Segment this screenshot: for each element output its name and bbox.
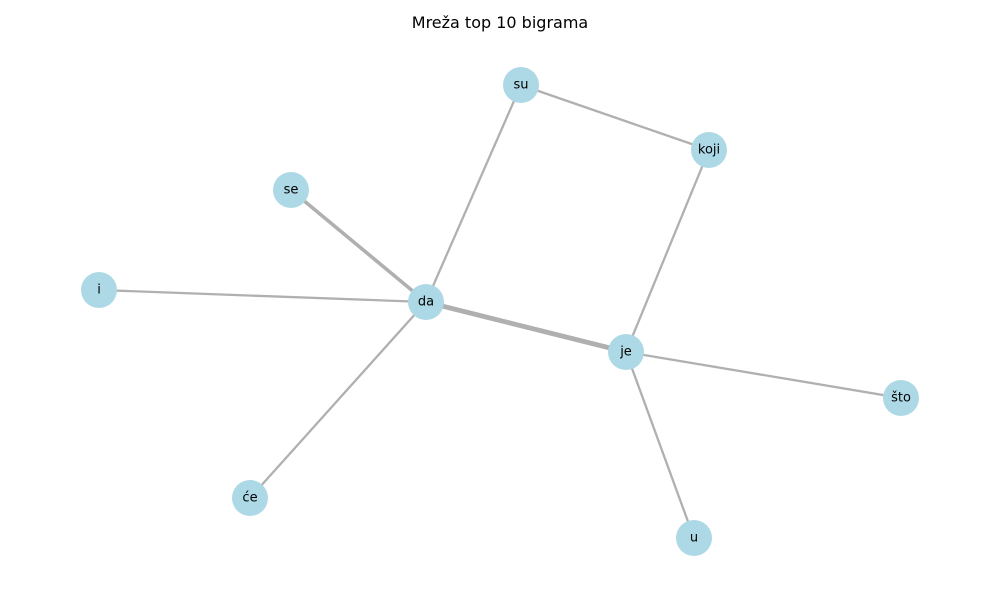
node-circle: [232, 480, 268, 516]
node-label: što: [891, 391, 911, 406]
node-su: su: [503, 67, 539, 103]
node-i: i: [81, 272, 117, 308]
chart-title: Mreža top 10 bigrama: [411, 13, 589, 32]
edge-i-da: [97, 288, 428, 304]
edge-su-da: [424, 83, 523, 304]
node-circle: [676, 520, 712, 556]
edge-da-će: [248, 300, 428, 500]
edge-koji-je: [624, 148, 711, 354]
node-circle: [691, 132, 727, 168]
edge-je-što: [624, 350, 903, 400]
node-layer: su koji se i da je što će u: [81, 67, 919, 556]
node-circle: [608, 334, 644, 370]
node-se: se: [273, 172, 309, 208]
edge-da-je: [423, 299, 629, 355]
node-label: u: [690, 531, 698, 546]
node-circle: [408, 284, 444, 320]
node-je: je: [608, 334, 644, 370]
node-label: je: [619, 345, 632, 360]
node-label: su: [513, 78, 528, 93]
node-label: se: [284, 183, 299, 198]
edge-se-da: [289, 188, 428, 304]
node-label: da: [418, 295, 434, 310]
node-circle: [883, 380, 919, 416]
node-label: i: [97, 283, 101, 298]
node-u: u: [676, 520, 712, 556]
edge-layer: [97, 83, 903, 540]
node-da: da: [408, 284, 444, 320]
edge-je-u: [624, 350, 696, 540]
node-će: će: [232, 480, 268, 516]
node-label: koji: [698, 143, 720, 158]
node-circle: [503, 67, 539, 103]
node-circle: [273, 172, 309, 208]
node-koji: koji: [691, 132, 727, 168]
node-label: će: [242, 491, 257, 506]
edge-su-koji: [519, 83, 711, 152]
node-što: što: [883, 380, 919, 416]
node-circle: [81, 272, 117, 308]
